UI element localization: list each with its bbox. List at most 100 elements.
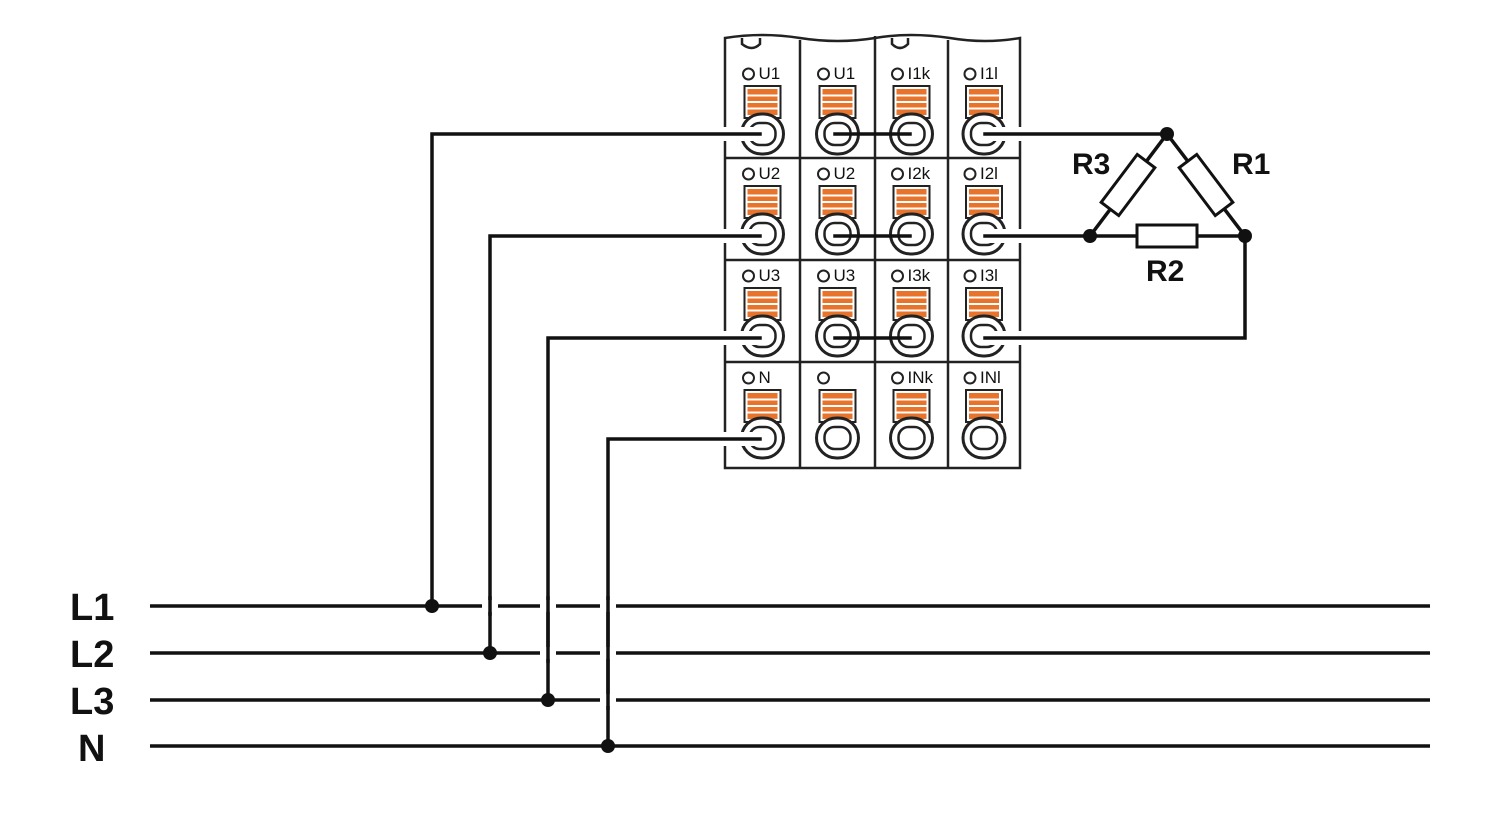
spring-stripe — [822, 207, 853, 210]
wires — [425, 127, 1252, 748]
junction-dot — [425, 599, 439, 613]
wire-halo — [985, 236, 1252, 345]
wire-l1 — [430, 132, 762, 608]
spring-stripe — [969, 303, 999, 305]
terminal-label: U1 — [759, 64, 781, 83]
spring-stripe — [822, 201, 853, 203]
bus-label-l2: L2 — [70, 634, 114, 676]
wire-socket-inner — [823, 323, 852, 349]
indicator-lamp — [817, 269, 830, 283]
resistor-label-r3: R3 — [1072, 148, 1110, 181]
spring-stripe — [969, 207, 999, 210]
terminal-label: I3k — [908, 266, 931, 285]
spring-stripe — [969, 398, 999, 401]
bus-label-n: N — [78, 728, 105, 770]
indicator-lamp — [742, 269, 755, 283]
spring-stripe — [747, 101, 778, 103]
terminal-label: INl — [980, 368, 1001, 387]
terminal-cell: I3k — [889, 266, 934, 358]
terminal-label: INk — [908, 368, 934, 387]
spring-stripe — [969, 194, 999, 197]
junction-dot — [1083, 229, 1097, 243]
spring-stripe — [747, 411, 778, 414]
indicator-lamp — [891, 269, 904, 283]
indicator-lamp — [891, 67, 904, 81]
spring-stripe — [747, 303, 778, 305]
spring-stripe — [747, 405, 778, 407]
junction-dot — [1238, 229, 1252, 243]
spring-stripe — [969, 296, 999, 299]
terminal-cell: INl — [961, 368, 1007, 460]
junction-dot — [541, 693, 555, 707]
spring-stripe — [896, 405, 927, 407]
wire-i3l — [983, 234, 1247, 340]
spring-stripe — [747, 207, 778, 210]
resistor-r3 — [1099, 152, 1157, 218]
spring-stripe — [822, 309, 853, 312]
terminal-label: U2 — [834, 164, 856, 183]
indicator-lamp — [817, 67, 830, 81]
terminal-label: N — [759, 368, 771, 387]
resistor-r2 — [1135, 223, 1199, 249]
spring-stripe — [747, 309, 778, 312]
spring-stripe — [896, 303, 927, 305]
resistor-label-r1: R1 — [1232, 148, 1270, 181]
spring-stripe — [896, 94, 927, 97]
spring-stripe — [822, 194, 853, 197]
bus-label-l3: L3 — [70, 681, 114, 723]
indicator-lamp — [963, 167, 977, 181]
top-fragment — [740, 38, 762, 50]
indicator-lamp — [817, 371, 830, 385]
spring-stripe — [822, 101, 853, 103]
wire-l3 — [546, 336, 762, 702]
terminal-cell: U3 — [740, 266, 785, 358]
spring-stripe — [822, 94, 853, 97]
terminal-cell: U3 — [815, 266, 860, 358]
indicator-lamp — [963, 67, 977, 81]
spring-stripe — [822, 107, 853, 110]
resistor-r1 — [1177, 152, 1235, 218]
spring-stripe — [969, 101, 999, 103]
spring-stripe — [747, 296, 778, 299]
spring-stripe — [747, 398, 778, 401]
spring-stripe — [822, 398, 853, 401]
resistor-label-r2: R2 — [1146, 255, 1184, 288]
spring-stripe — [822, 411, 853, 414]
spring-stripe — [896, 411, 927, 414]
terminal-cell: INk — [889, 368, 934, 460]
spring-stripe — [896, 296, 927, 299]
bus-lines: L1 L2 L3 N — [70, 587, 1430, 770]
resistor-delta: R1 R2 R3 — [1072, 127, 1270, 288]
terminal-label: I2k — [908, 164, 931, 183]
indicator-lamp — [891, 167, 904, 181]
terminal-label: I2l — [980, 164, 998, 183]
spring-stripe — [969, 94, 999, 97]
terminal-label: U3 — [834, 266, 856, 285]
terminal-label: I1l — [980, 64, 998, 83]
spring-stripe — [969, 309, 999, 312]
terminal-cell — [815, 371, 860, 460]
wire-halo — [425, 127, 760, 606]
spring-stripe — [822, 296, 853, 299]
wire-socket-inner — [823, 425, 852, 451]
indicator-lamp — [891, 371, 904, 385]
terminal-label: U2 — [759, 164, 781, 183]
wire-socket-inner — [897, 323, 926, 349]
terminal-cell: U2 — [815, 164, 860, 256]
spring-stripe — [969, 201, 999, 203]
wire-l2 — [488, 234, 762, 655]
indicator-lamp — [742, 167, 755, 181]
wire-socket-inner — [897, 221, 926, 247]
junction-dot — [601, 739, 615, 753]
terminal-cell: I2k — [889, 164, 934, 256]
top-fragment — [890, 38, 910, 50]
spring-stripe — [896, 194, 927, 197]
spring-stripe — [896, 201, 927, 203]
spring-stripe — [896, 309, 927, 312]
spring-stripe — [747, 107, 778, 110]
terminal-label: U1 — [834, 64, 856, 83]
indicator-lamp — [742, 67, 755, 81]
